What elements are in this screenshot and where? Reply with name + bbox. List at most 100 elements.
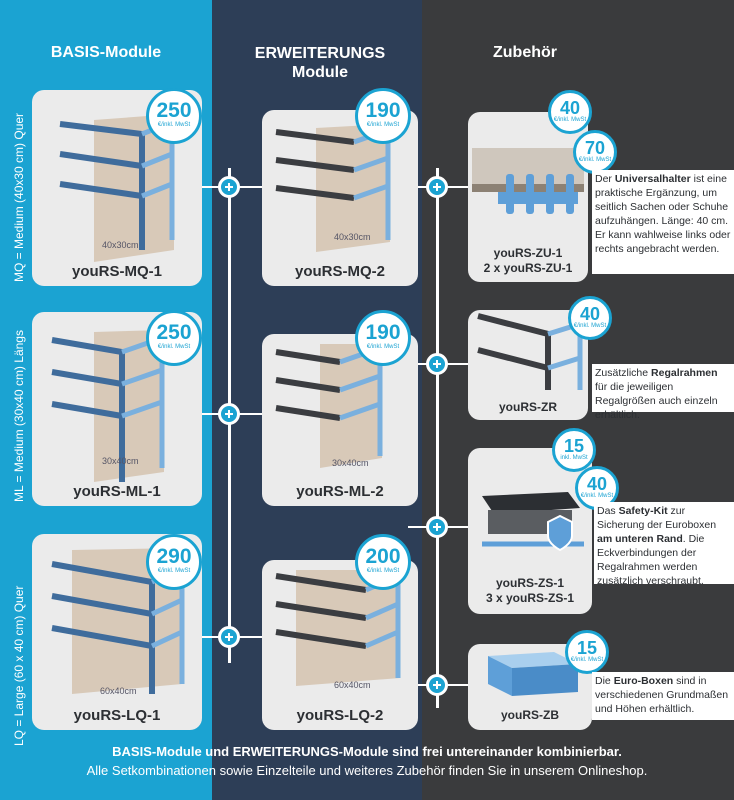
footer-line-1: BASIS-Module und ERWEITERUNGS-Module sin… (112, 744, 622, 759)
product-name: youRS-ZB (501, 708, 559, 722)
shelf-lq-2-image (275, 570, 401, 686)
price-value: 190 (365, 321, 401, 344)
desc-text: Das (597, 505, 619, 517)
plus-icon (218, 403, 240, 425)
shield-icon (547, 514, 573, 552)
plus-icon (426, 516, 448, 538)
dimension-label: 60x40cm (100, 686, 137, 696)
product-name: youRS-MQ-1 (72, 263, 162, 280)
price-badge: 200 €/inkl. MwSt (355, 534, 411, 590)
product-name: youRS-ZU-1 (493, 246, 563, 260)
price-value: 290 (156, 545, 192, 568)
product-name-set: 3 x youRS-ZS-1 (485, 591, 575, 605)
product-name: youRS-LQ-2 (296, 707, 384, 724)
accessory-card-zr[interactable]: youRS-ZR (468, 310, 588, 420)
safety-kit-image (482, 492, 584, 552)
description-zs: Das Safety-Kit zur Sicherung der Eurobox… (594, 502, 734, 587)
price-badge: 250 €/inkl. MwSt (146, 310, 202, 366)
price-badge: 190 €/inkl. MwSt (355, 88, 411, 144)
price-unit: €/inkl. MwSt (366, 568, 400, 574)
price-badge: 40 €/inkl. MwSt (575, 466, 619, 510)
price-value: 190 (365, 99, 401, 122)
plus-icon (426, 176, 448, 198)
price-badge: 250 €/inkl. MwSt (146, 88, 202, 144)
dimension-label: 30x40cm (102, 456, 139, 466)
price-unit: inkl. MwSt (560, 455, 588, 461)
price-value: 250 (156, 321, 192, 344)
accessory-names: youRS-ZS-1 3 x youRS-ZS-1 (468, 576, 592, 606)
product-name: youRS-LQ-1 (73, 707, 161, 724)
dimension-label: 40x30cm (102, 240, 139, 250)
connector-line-vertical-2 (436, 168, 439, 708)
plus-icon (218, 626, 240, 648)
dimension-label: 60x40cm (334, 680, 371, 690)
basis-heading: BASIS-Module (0, 44, 212, 62)
footer-line-2: Alle Setkombinationen sowie Einzelteile … (86, 763, 648, 778)
price-badge: 70 €/inkl. MwSt (573, 130, 617, 174)
desc-text: ist eine praktische Ergänzung, um seitli… (595, 173, 731, 255)
accessory-card-zs[interactable]: youRS-ZS-1 3 x youRS-ZS-1 (468, 448, 592, 614)
product-name: youRS-ML-1 (73, 483, 161, 500)
price-value: 40 (579, 304, 601, 324)
price-badge: 15 €/inkl. MwSt (565, 630, 609, 674)
dimension-label: 30x40cm (332, 458, 369, 468)
desc-bold: Euro-Boxen (613, 675, 674, 687)
price-unit: €/inkl. MwSt (553, 117, 587, 123)
desc-text: für die jeweiligen Regalgrößen auch einz… (595, 381, 718, 421)
basis-heading-part1: BASIS (50, 44, 100, 61)
product-name: youRS-MQ-2 (295, 263, 385, 280)
euro-box-image (488, 652, 578, 696)
desc-bold: Regalrahmen (651, 367, 718, 379)
price-value: 70 (584, 138, 606, 158)
price-unit: €/inkl. MwSt (366, 344, 400, 350)
erweiterung-heading-line2: Module (292, 64, 348, 81)
desc-text: sind in verschiedenen Grundmaßen und Höh… (595, 675, 729, 715)
accessory-card-zu[interactable]: youRS-ZU-1 2 x youRS-ZU-1 (468, 112, 588, 282)
universalhalter-image (472, 148, 584, 214)
desc-text: Zusätzliche (595, 367, 652, 379)
plus-icon (218, 176, 240, 198)
description-zr: Zusätzliche Regalrahmen für die jeweilig… (592, 364, 734, 421)
price-unit: €/inkl. MwSt (578, 157, 612, 163)
product-name: youRS-ZR (499, 400, 557, 414)
product-card-ml-1[interactable]: 30x40cm youRS-ML-1 (32, 312, 202, 506)
dimension-label: 40x30cm (334, 232, 371, 242)
shelf-ml-1-image (51, 330, 165, 482)
desc-text: Die (595, 675, 614, 687)
product-card-mq-2[interactable]: 40x30cm youRS-MQ-2 (262, 110, 418, 286)
shelf-mq-1-image (59, 114, 175, 262)
price-value: 15 (576, 638, 598, 658)
plus-icon (426, 353, 448, 375)
price-unit: €/inkl. MwSt (570, 657, 604, 663)
description-zb: Die Euro-Boxen sind in verschiedenen Gru… (592, 672, 734, 720)
price-value: 40 (586, 474, 608, 494)
product-name: youRS-ZS-1 (495, 576, 564, 590)
side-label-lq: LQ = Large (60 x 40 cm) Quer (12, 585, 26, 746)
price-unit: €/inkl. MwSt (157, 568, 191, 574)
desc-text: zur Sicherung der Euroboxen (597, 505, 717, 531)
desc-text: . Die Eckverbindungen der Regalrahmen we… (597, 533, 705, 587)
price-unit: €/inkl. MwSt (573, 323, 607, 329)
desc-text: Der (595, 173, 615, 185)
product-name-set: 2 x youRS-ZU-1 (483, 261, 573, 275)
price-badge: 15 inkl. MwSt (552, 428, 596, 472)
price-unit: €/inkl. MwSt (157, 344, 191, 350)
side-label-ml: ML = Medium (30x40 cm) Längs (12, 330, 26, 502)
zubehoer-heading-text: Zubehör (493, 44, 557, 61)
desc-bold: Safety-Kit (618, 505, 668, 517)
product-name: youRS-ML-2 (296, 483, 384, 500)
erweiterung-heading-line1: ERWEITERUNGS (254, 45, 386, 62)
price-value: 15 (563, 436, 585, 456)
shelf-mq-2-image (275, 124, 391, 252)
price-badge: 40 €/inkl. MwSt (568, 296, 612, 340)
accessory-names: youRS-ZU-1 2 x youRS-ZU-1 (468, 246, 588, 276)
desc-bold: Universalhalter (614, 173, 691, 185)
side-label-mq: MQ = Medium (40x30 cm) Quer (12, 112, 26, 282)
price-unit: €/inkl. MwSt (366, 122, 400, 128)
accessory-card-zb[interactable]: youRS-ZB (468, 644, 592, 730)
desc-bold: am unteren Rand (597, 533, 683, 545)
price-value: 40 (559, 98, 581, 118)
price-badge: 40 €/inkl. MwSt (548, 90, 592, 134)
price-unit: €/inkl. MwSt (580, 493, 614, 499)
plus-icon (426, 674, 448, 696)
